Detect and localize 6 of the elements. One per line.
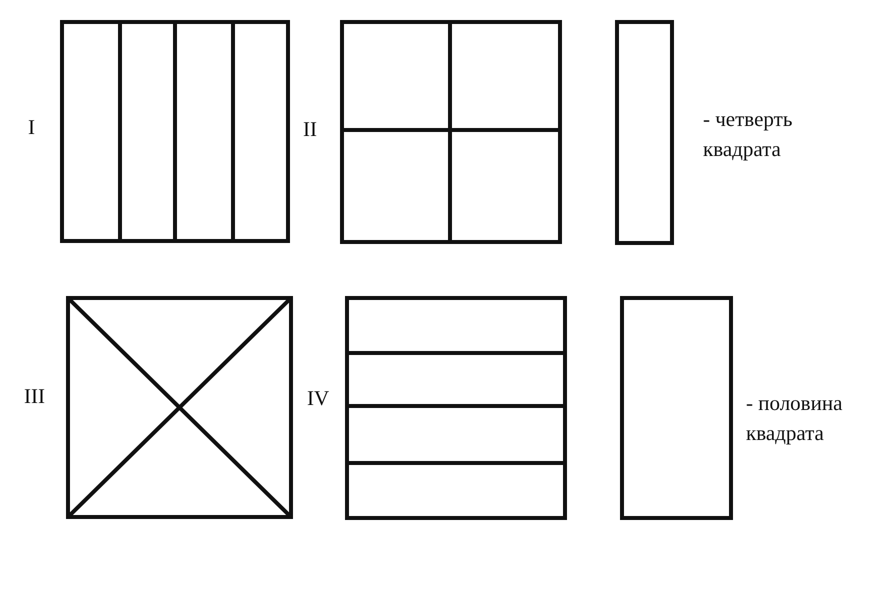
roman-numeral: I bbox=[28, 114, 35, 141]
roman-numeral: III bbox=[24, 383, 45, 410]
note-text: - половина квадрата bbox=[746, 390, 844, 447]
roman-numeral: IV bbox=[307, 385, 330, 412]
roman-numeral: II bbox=[303, 116, 317, 143]
note-text: - четверть квадрата bbox=[703, 106, 794, 163]
